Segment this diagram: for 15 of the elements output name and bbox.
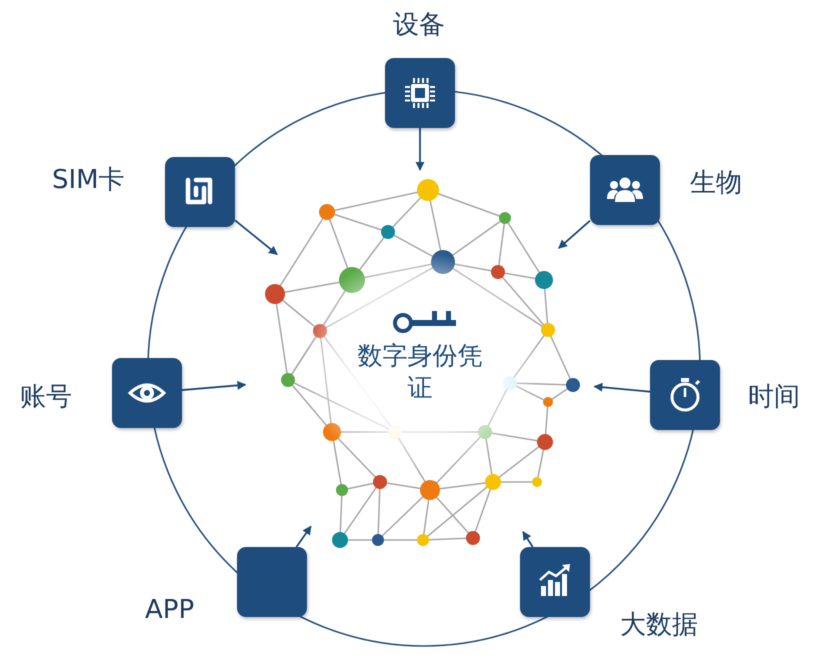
category-label: 时间 [748,382,800,412]
arrow [416,128,424,171]
category-label: 生物 [690,168,742,198]
category-label: APP [145,595,194,625]
arrow [296,526,312,548]
category-label: 大数据 [620,610,698,640]
arrow [234,220,278,256]
category-label: 设备 [393,10,445,40]
arrow [522,530,534,548]
arrow [594,382,650,393]
category-label: SIM卡 [52,165,125,195]
center-label: 数字身份凭证 [356,340,484,404]
category-label: 账号 [20,382,72,412]
arrow [182,380,246,391]
arrow [558,220,591,249]
